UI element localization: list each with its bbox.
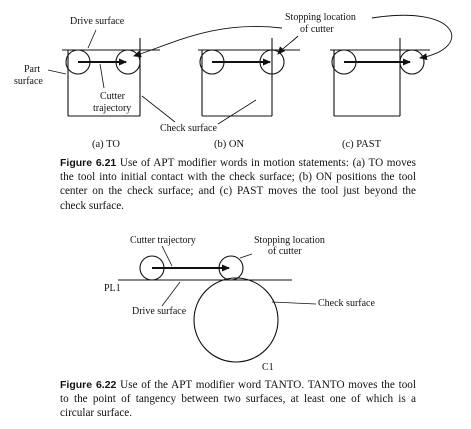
label-stopping-location-tanto-1: Stopping location — [254, 235, 325, 246]
label-stopping-location-2: of cutter — [300, 24, 334, 35]
arrow-to-cutter-c — [371, 14, 453, 61]
subcaption-on: (b) ON — [214, 139, 244, 150]
label-check-surface-a: Check surface — [160, 123, 217, 134]
label-drive-surface-tanto: Drive surface — [132, 306, 187, 317]
caption-number-6-21: Figure 6.21 — [60, 157, 117, 169]
caption-text-6-22: Use of the APT modifier word TANTO. TANT… — [60, 379, 417, 420]
arrow-to-cutter-a — [133, 25, 283, 58]
label-drive-surface-a: Drive surface — [70, 16, 125, 27]
leader-drive-surface-tanto — [161, 281, 181, 307]
label-pl1: PL1 — [104, 283, 121, 294]
diagram-tanto — [118, 245, 317, 363]
label-cutter-trajectory-tanto: Cutter trajectory — [130, 235, 196, 246]
label-part-surface-1: Part — [24, 64, 40, 75]
diagram-b-on — [198, 38, 300, 125]
label-c1: C1 — [262, 362, 274, 373]
subcaption-to: (a) TO — [92, 139, 120, 150]
arrow-to-cutter-b — [277, 35, 299, 55]
subcaption-past: (c) PAST — [342, 139, 382, 150]
leader-check-surface-b — [217, 99, 257, 125]
label-stopping-location-tanto-2: of cutter — [268, 246, 302, 257]
caption-number-6-22: Figure 6.22 — [60, 379, 117, 391]
diagram-c-past — [330, 38, 430, 117]
stopping-location-arrows — [133, 14, 453, 61]
check-surface-c1 — [193, 277, 279, 363]
leader-check-surface-tanto — [271, 301, 317, 305]
leader-check-surface-a — [141, 95, 176, 123]
caption-text-6-21: Use of APT modifier words in motion stat… — [60, 157, 416, 212]
label-cutter-trajectory-1: Cutter — [100, 91, 126, 102]
leader-drive-surface-a — [87, 29, 97, 49]
label-check-surface-tanto: Check surface — [318, 298, 375, 309]
leader-part-surface — [47, 69, 67, 75]
label-part-surface-2: surface — [14, 76, 43, 87]
label-cutter-trajectory-2: trajectory — [93, 103, 131, 114]
leader-cutter-trajectory-tanto — [161, 245, 173, 267]
leader-cutter-trajectory — [99, 63, 105, 89]
caption-figure-6-21: Figure 6.21 Use of APT modifier words in… — [60, 156, 416, 213]
leader-stopping-tanto — [239, 253, 253, 259]
label-stopping-location-1: Stopping location — [285, 12, 356, 23]
caption-figure-6-22: Figure 6.22 Use of the APT modifier word… — [60, 378, 416, 421]
